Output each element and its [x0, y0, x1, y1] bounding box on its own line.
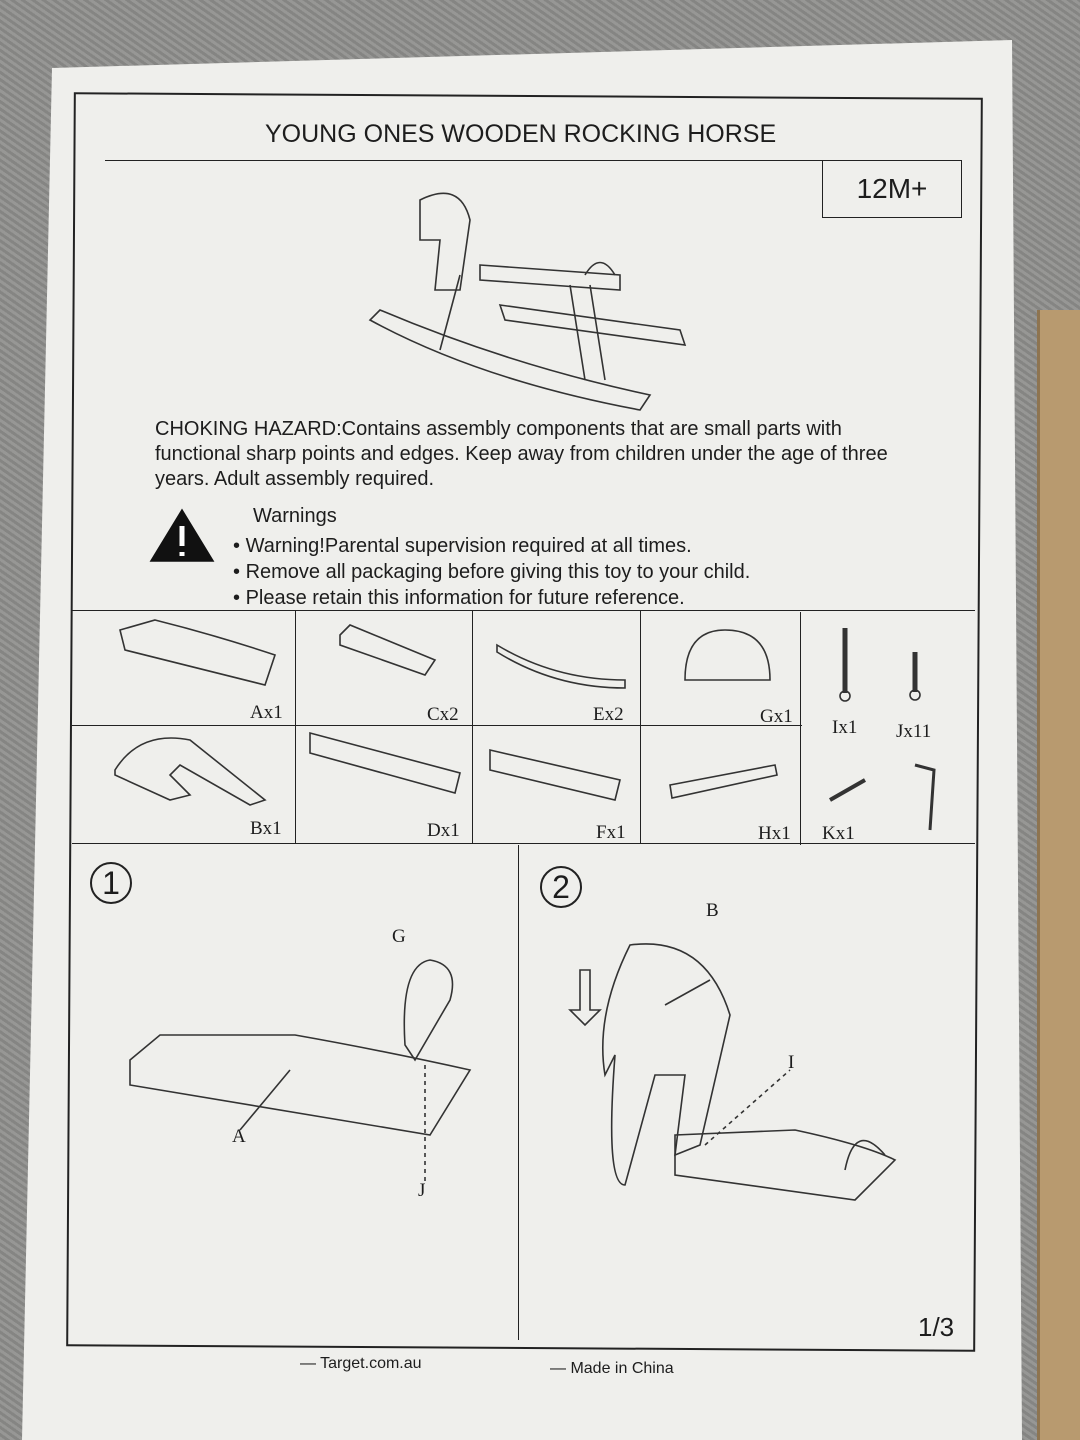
part-g-drawing: [684, 629, 771, 681]
rocking-horse-illustration: [368, 192, 687, 411]
warnings-list: Warning!Parental supervision required at…: [233, 533, 751, 611]
warning-item: Please retain this information for futur…: [233, 585, 750, 611]
part-b-drawing: [114, 737, 267, 806]
warnings-heading: Warnings: [253, 505, 337, 527]
wooden-plank: [1037, 310, 1080, 1440]
document-title: YOUNG ONES WOODEN ROCKING HORSE: [265, 120, 777, 148]
step-1-label-j: J: [418, 1180, 426, 1201]
part-label: Bx1: [250, 818, 282, 839]
step-2-label-i: I: [788, 1052, 795, 1073]
step-2-label-b: B: [706, 900, 719, 921]
part-c-drawing: [339, 624, 437, 676]
part-label: Dx1: [427, 820, 460, 841]
part-allen-key-drawing: [914, 763, 936, 831]
warning-item: Remove all packaging before giving this …: [233, 559, 751, 585]
step-1-number: 1: [90, 862, 132, 904]
step-1-label-g: G: [392, 926, 406, 947]
step-1-label-a: A: [232, 1126, 246, 1147]
part-label: Hx1: [758, 823, 791, 844]
part-label: Ix1: [832, 717, 858, 738]
step-2-number: 2: [540, 866, 582, 908]
part-f-drawing: [489, 748, 621, 801]
part-a-drawing: [119, 619, 277, 686]
part-j-drawing: [909, 652, 921, 701]
part-label: Fx1: [596, 822, 626, 843]
part-label: Ax1: [250, 702, 283, 723]
part-label: Cx2: [427, 704, 459, 725]
part-label: Kx1: [822, 823, 855, 844]
part-label: Gx1: [760, 706, 793, 727]
part-label: Ex2: [593, 704, 624, 725]
part-d-drawing: [309, 731, 461, 794]
step-1-illustration: [129, 959, 472, 1185]
age-label: 12M+: [856, 173, 928, 204]
page-number: 1/3: [918, 1312, 955, 1342]
warning-item: Warning!Parental supervision required at…: [233, 533, 750, 559]
part-e-drawing: [496, 643, 626, 689]
part-i-drawing: [839, 628, 851, 702]
part-h-drawing: [669, 764, 778, 799]
part-label: Jx11: [896, 721, 932, 742]
footer-origin: — Made in China: [550, 1360, 674, 1377]
warning-triangle-icon: [149, 508, 215, 562]
part-k-drawing: [829, 778, 866, 802]
choking-hazard-text: CHOKING HAZARD:Contains assembly compone…: [155, 418, 888, 490]
footer-website: — Target.com.au: [300, 1355, 422, 1372]
step-2-illustration: [568, 943, 897, 1201]
age-badge: 12M+: [822, 160, 962, 218]
